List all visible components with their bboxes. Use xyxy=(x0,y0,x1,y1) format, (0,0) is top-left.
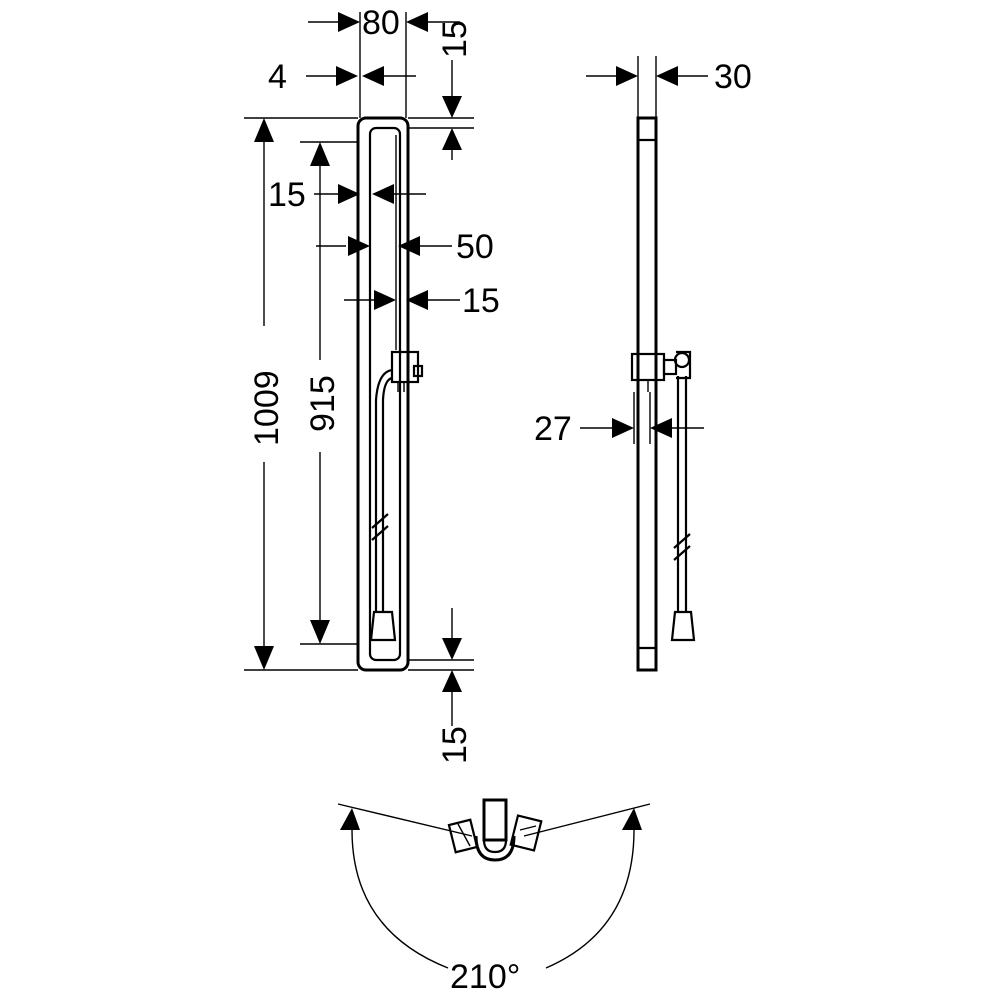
front-hose xyxy=(374,368,393,612)
angle-label: 210° xyxy=(450,958,520,996)
front-rail-inner xyxy=(368,126,402,662)
top-view-left-knob xyxy=(447,818,479,854)
top-view-post xyxy=(482,798,508,842)
dim-15-bottom: 15 xyxy=(436,726,474,764)
dim-4: 4 xyxy=(268,58,287,96)
dim-15-slot: 15 xyxy=(462,282,500,320)
dim-50: 50 xyxy=(456,228,494,266)
dim-1009: 1009 xyxy=(248,370,286,446)
dim-80: 80 xyxy=(362,4,400,42)
dim-15-inner: 15 xyxy=(268,176,306,214)
front-hose-cone xyxy=(369,610,397,642)
side-hose-cone xyxy=(670,610,696,642)
side-rail xyxy=(636,116,658,672)
top-view xyxy=(337,798,651,862)
front-view-dimensions: 80 4 15 1009 915 15 xyxy=(244,4,500,764)
dim-30: 30 xyxy=(714,58,752,96)
angle-dimension: 210° xyxy=(340,808,642,996)
side-view-dimensions: 30 27 xyxy=(534,56,752,448)
front-rail-outer xyxy=(356,116,410,672)
dim-27: 27 xyxy=(534,410,572,448)
front-view xyxy=(356,116,424,672)
dim-915: 915 xyxy=(304,375,342,432)
dim-15-top: 15 xyxy=(436,20,474,58)
side-view xyxy=(630,116,696,672)
top-view-right-knob xyxy=(509,814,543,852)
